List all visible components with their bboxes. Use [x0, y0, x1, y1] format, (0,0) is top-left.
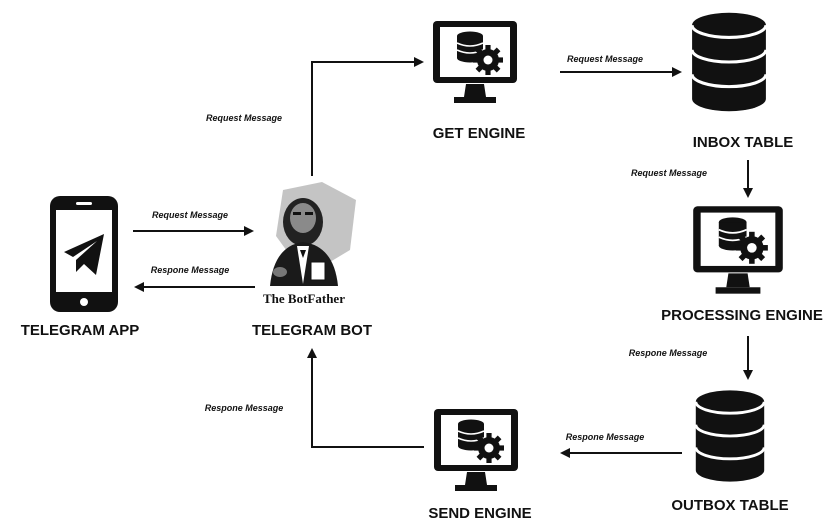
telegram-bot-label: TELEGRAM BOT: [252, 322, 372, 339]
telegram-app-label: TELEGRAM APP: [21, 322, 140, 339]
app-to-bot-label: Request Message: [152, 210, 228, 220]
send-to-bot-label: Respone Message: [205, 403, 284, 413]
outbox-to-send-label: Respone Message: [566, 432, 645, 442]
outbox-table-label: OUTBOX TABLE: [671, 497, 788, 514]
inbox-to-processing-label: Request Message: [631, 168, 707, 178]
bot-to-app-label: Respone Message: [151, 265, 230, 275]
botfather-logo: The BotFather: [263, 182, 356, 306]
processing-engine-icon: [692, 205, 784, 295]
inbox-table-label: INBOX TABLE: [693, 134, 794, 151]
bot-to-get-engine-label: Request Message: [206, 113, 282, 123]
bot-to-get-engine-arrow: [311, 57, 424, 176]
botfather-logo-text: The BotFather: [263, 291, 345, 306]
send-engine-icon: [433, 408, 519, 492]
send-engine-label: SEND ENGINE: [428, 505, 531, 522]
inbox-table-icon: [690, 11, 768, 113]
get-to-inbox-label: Request Message: [567, 54, 643, 64]
get-engine-label: GET ENGINE: [433, 125, 526, 142]
processing-to-outbox-label: Respone Message: [629, 348, 708, 358]
smartphone-telegram-icon: [50, 196, 118, 312]
outbox-table-icon: [694, 388, 766, 484]
processing-engine-label: PROCESSING ENGINE: [661, 307, 823, 324]
get-engine-icon: [432, 20, 518, 104]
send-to-bot-arrow: [307, 348, 424, 448]
